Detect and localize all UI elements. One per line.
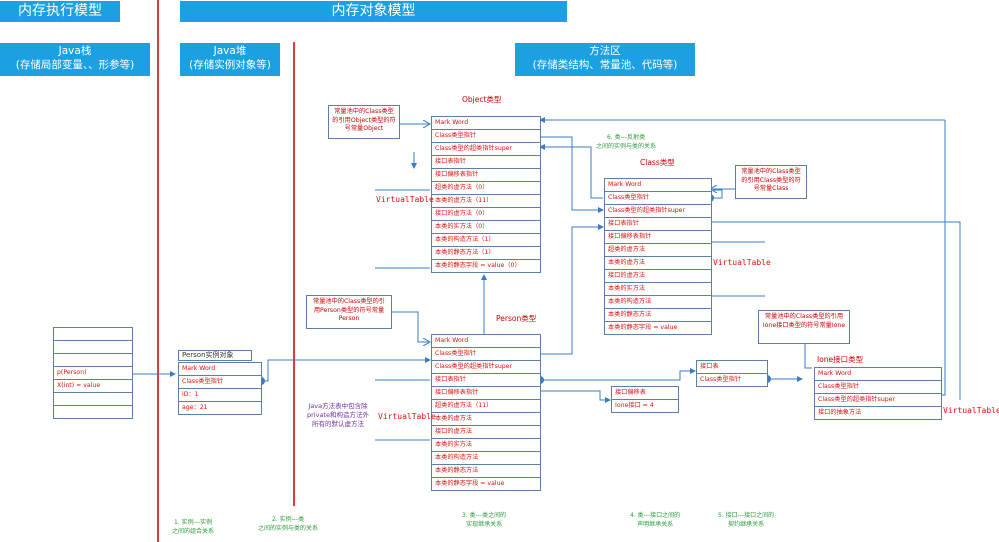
ione-virtual-table-label: VirtualTable [943,406,999,415]
ione-class-row: 接口的抽象方法 [818,409,862,416]
class-class-struct: Mark Word Class类型指针 Class类型的超类指针super 接口… [604,178,712,335]
class-class-row: 接口偏移表指针 [605,231,711,244]
person-class-row: 本类的实方法 [432,439,540,452]
person-method-table-note: Java方法表中包含除private和构造方法外所有的默认虚方法 [307,402,369,428]
object-model-banner: 内存对象模型 [180,1,567,22]
class-class-row: 本类的虚方法 [605,257,711,270]
java-heap-title: Java堆 [213,45,247,57]
java-stack-subtitle: (存储局部变量、、形参等) [15,59,135,71]
person-class-row: Mark Word [432,335,540,348]
stack-slot [54,354,132,367]
person-class-row: 本类的静态字段 = value [435,480,505,487]
java-heap-subtitle: (存储实例对象等) [189,59,271,71]
object-constant-callout: 常量池中的Class类型的引用Object类型的符号常量Object [328,105,400,139]
class-class-row: 本类的静态方法 [605,309,711,322]
object-class-row: 本类的静态方法（1） [432,247,540,260]
divider-heap-method [293,42,295,506]
person-instance: Mark Word Class类型指针 iD：1 age：21 [178,362,262,415]
java-stack-banner: Java栈 (存储局部变量、、形参等) [0,43,150,76]
object-class-row: 本类的静态字段 = value（0） [435,262,521,269]
iface-table-row: Class类型指针 [700,376,742,383]
java-heap-banner: Java堆 (存储实例对象等) [180,43,280,76]
class-class-row: 本类的静态字段 = value [608,324,678,331]
class-class-row: 本类的实方法 [605,283,711,296]
object-class-struct: Mark Word Class类型指针 Class类型的超类指针super 接口… [431,116,541,273]
object-class-title: Object类型 [462,95,502,104]
interface-offset-table: 接口偏移表 Ione接口 = 4 [611,386,679,413]
heap-row: Class类型指针 [179,376,261,389]
object-class-row: 本类的实方法（0） [432,221,540,234]
class-class-row: 接口表指针 [605,218,711,231]
ione-class-row: Class类型的超类指针super [815,394,941,407]
ione-class-row: Mark Word [815,368,941,381]
person-class-struct: Mark Word Class类型指针 Class类型的超类指针super 接口… [431,334,541,491]
method-area-title: 方法区 [589,45,621,57]
relation-note-4: 4. 类---接口之间的 声明继承关系 [630,512,681,528]
java-stack-frame: p(Person) X(int) = value [53,327,133,419]
person-class-row: 本类的虚方法 [432,413,540,426]
heap-row: age：21 [182,404,208,411]
person-class-row: 接口偏移表指针 [432,387,540,400]
object-class-row: 超类的虚方法（0） [432,182,540,195]
class-class-row: 接口的虚方法 [605,270,711,283]
person-class-row: 超类的虚方法（11） [432,400,540,413]
iface-offset-row: Ione接口 = 4 [615,402,654,409]
object-class-row: 接口偏移表指针 [432,169,540,182]
person-class-row: Class类型指针 [432,348,540,361]
heap-row: iD：1 [179,389,261,402]
exec-model-banner: 内存执行模型 [0,1,120,22]
ione-class-row: Class类型指针 [815,381,941,394]
person-virtual-table-label: VirtualTable [378,412,436,421]
iface-offset-row: 接口偏移表 [612,387,678,400]
stack-slot [54,341,132,354]
java-stack-title: Java栈 [58,45,92,57]
relation-note-2: 2. 实例---类 之间的实例与类的关系 [258,516,319,532]
stack-slot [54,328,132,341]
class-class-title: Class类型 [640,158,675,167]
person-class-row: 接口的虚方法 [432,426,540,439]
class-class-row: Class类型的超类指针super [605,205,711,218]
object-class-row: 本类的构造方法（1） [432,234,540,247]
person-class-row: 接口表指针 [432,374,540,387]
interface-table: 接口表 Class类型指针 [696,360,768,387]
relation-note-5: 5. 接口---接口之间的 契约继承关系 [718,512,775,528]
object-virtual-table-label: VirtualTable [376,195,434,204]
object-class-row: Class类型的超类指针super [432,143,540,156]
class-class-row: 超类的虚方法 [605,244,711,257]
class-class-row: 本类的构造方法 [605,296,711,309]
method-area-subtitle: (存储类结构、常量池、代码等) [532,59,678,71]
divider-exec-object [157,0,159,542]
relation-note-1: 1. 实例---实例 之间的组合关系 [172,519,215,535]
object-class-row: Class类型指针 [432,130,540,143]
class-class-row: Class类型指针 [605,192,711,205]
person-class-row: 本类的构造方法 [432,452,540,465]
class-constant-callout: 常量池中的Class类型的引用Class类型的符号常量Class [735,165,807,199]
class-virtual-table-label: VirtualTable [713,258,771,267]
ione-class-title: Ione接口类型 [817,355,864,364]
person-class-row: 本类的静态方法 [432,465,540,478]
stack-slot [54,393,132,406]
person-class-row: Class类型的超类指针super [432,361,540,374]
person-class-title: Person类型 [496,314,537,323]
ione-class-struct: Mark Word Class类型指针 Class类型的超类指针super 接口… [814,367,942,420]
object-class-row: 接口表指针 [432,156,540,169]
stack-slot-int: X(int) = value [54,380,132,393]
method-area-banner: 方法区 (存储类结构、常量池、代码等) [515,43,695,76]
stack-slot [54,406,132,418]
person-constant-callout: 常量池中的Class类型的引用Person类型的符号常量Person [306,295,392,329]
object-class-row: 本类的虚方法（11） [432,195,540,208]
iface-table-row: 接口表 [697,361,767,374]
object-class-row: Mark Word [432,117,540,130]
object-class-row: 接口的虚方法（0） [432,208,540,221]
stack-slot-person-ref: p(Person) [54,367,132,380]
heap-row: Mark Word [179,363,261,376]
heap-object-title: Person实例对象 [178,350,252,361]
relation-note-3: 3. 类---类之间的 实现继承关系 [462,512,507,528]
ione-constant-callout: 常量池中的Class类型的引用Ione接口类型的符号常量Ione [758,310,850,344]
class-class-row: Mark Word [605,179,711,192]
relation-note-6: 6. 类---反射类 之间的实例与类的关系 [596,134,657,150]
